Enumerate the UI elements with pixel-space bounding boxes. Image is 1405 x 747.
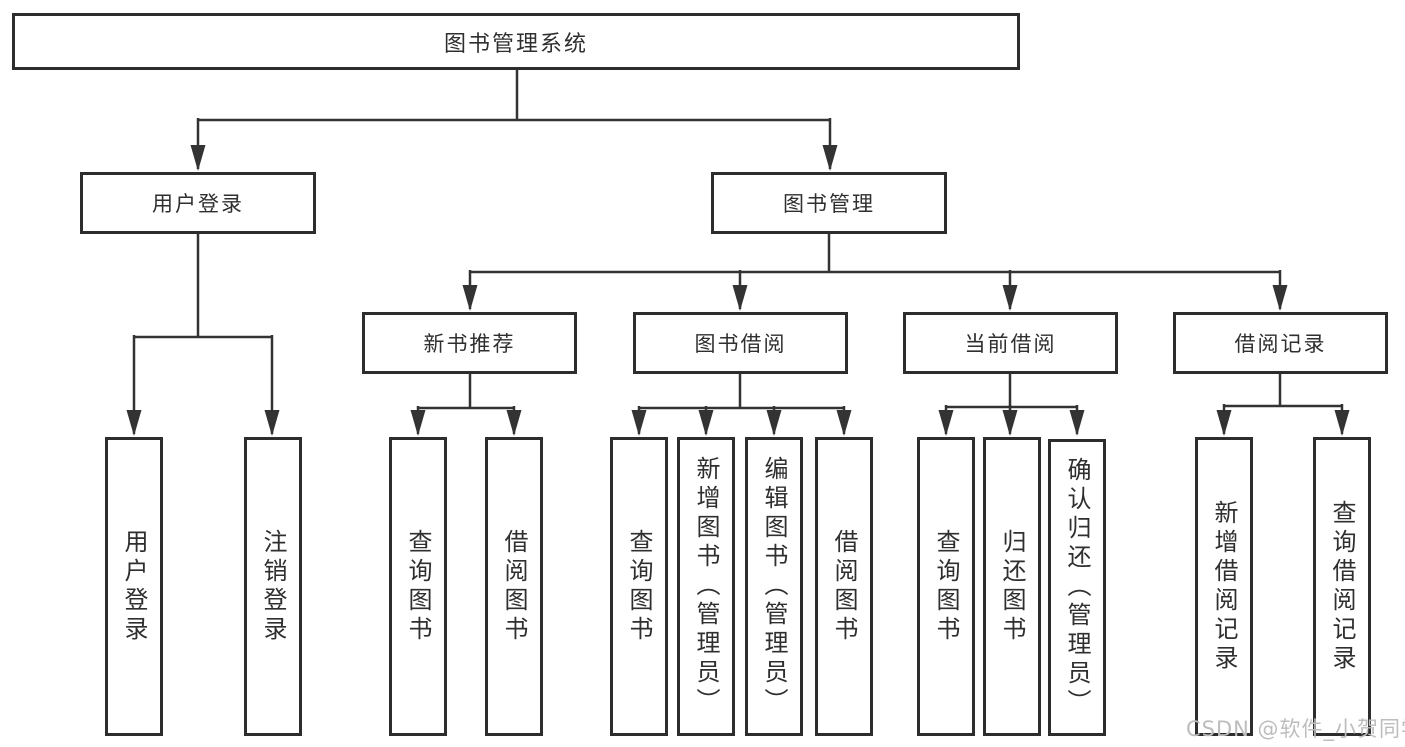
leaf-current-query-books: 查询图书	[917, 437, 975, 736]
leaf-return-books-label: 归还图书	[998, 528, 1026, 645]
node-new-book-recommend-label: 新书推荐	[423, 332, 516, 356]
leaf-logout: 注销登录	[244, 437, 302, 736]
leaf-recommend-query-books: 查询图书	[389, 437, 447, 736]
leaf-recommend-query-books-label: 查询图书	[404, 528, 432, 645]
leaf-recommend-borrow-books: 借阅图书	[485, 437, 543, 736]
leaf-borrowing-query-books: 查询图书	[610, 437, 668, 736]
leaf-user-login-label: 用户登录	[120, 528, 148, 645]
leaf-edit-books-admin: 编辑图书（管理员）	[745, 437, 803, 736]
leaf-add-borrow-record: 新增借阅记录	[1195, 437, 1253, 736]
csdn-watermark: CSDN @软件_小贺同学	[1186, 717, 1405, 741]
connector-new-book-recommend-children	[410, 374, 522, 436]
node-book-management-label: 图书管理	[783, 192, 875, 216]
node-book-borrowing: 图书借阅	[633, 312, 848, 374]
node-borrowing-records: 借阅记录	[1173, 312, 1388, 374]
connector-book-borrowing-children	[631, 374, 852, 436]
leaf-query-borrow-record-label: 查询借阅记录	[1328, 499, 1356, 674]
leaf-borrow-books: 借阅图书	[815, 437, 873, 736]
connector-book-management-children	[462, 234, 1288, 311]
leaf-recommend-borrow-books-label: 借阅图书	[500, 528, 528, 645]
leaf-borrow-books-label: 借阅图书	[830, 528, 858, 645]
connector-root-to-level2	[190, 70, 838, 171]
connector-user-login-children	[126, 234, 280, 436]
connector-borrowing-records-children	[1216, 374, 1350, 436]
node-book-borrowing-label: 图书借阅	[694, 332, 787, 356]
node-root-label: 图书管理系统	[443, 31, 588, 57]
leaf-current-query-books-label: 查询图书	[932, 528, 960, 645]
leaf-edit-books-admin-label: 编辑图书（管理员）	[760, 456, 788, 717]
node-current-borrowing: 当前借阅	[903, 312, 1118, 374]
connector-current-borrowing-children	[938, 374, 1085, 436]
leaf-add-books-admin: 新增图书（管理员）	[677, 437, 735, 736]
node-user-login-label: 用户登录	[152, 192, 244, 216]
leaf-borrowing-query-books-label: 查询图书	[625, 528, 653, 645]
node-root-system: 图书管理系统	[12, 13, 1020, 70]
leaf-confirm-return-admin: 确认归还（管理员）	[1048, 439, 1106, 736]
node-borrowing-records-label: 借阅记录	[1234, 332, 1327, 356]
node-current-borrowing-label: 当前借阅	[964, 332, 1057, 356]
leaf-confirm-return-admin-label: 确认归还（管理员）	[1063, 457, 1091, 718]
leaf-return-books: 归还图书	[983, 437, 1041, 736]
leaf-add-borrow-record-label: 新增借阅记录	[1210, 499, 1238, 674]
node-book-management: 图书管理	[711, 172, 947, 234]
node-user-login: 用户登录	[80, 172, 316, 234]
leaf-user-login: 用户登录	[105, 437, 163, 736]
leaf-add-books-admin-label: 新增图书（管理员）	[692, 456, 720, 717]
leaf-query-borrow-record: 查询借阅记录	[1313, 437, 1371, 736]
leaf-logout-label: 注销登录	[259, 528, 287, 645]
node-new-book-recommend: 新书推荐	[362, 312, 577, 374]
